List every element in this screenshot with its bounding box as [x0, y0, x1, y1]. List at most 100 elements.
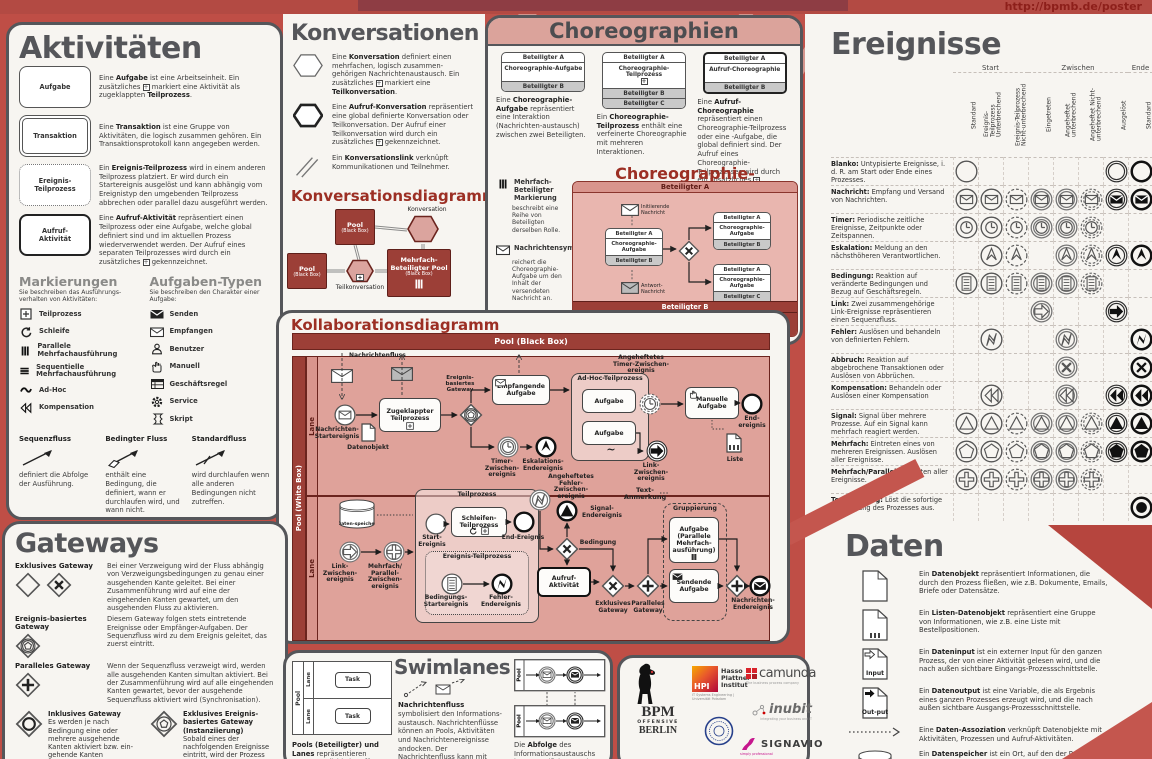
bpmn-event — [383, 541, 405, 563]
participant-band: Beteiligter C — [603, 98, 685, 108]
fluss-arrow — [19, 443, 97, 471]
svg-text:Pool: Pool — [517, 668, 523, 682]
bpmn-event-label: Bedingungs-Startereignis — [423, 594, 469, 608]
event-msg-icon — [1080, 188, 1102, 211]
send-icon — [149, 310, 164, 319]
env-icon — [496, 244, 510, 256]
daten-item: Ein Datenobjekt repräsentiert Informatio… — [845, 570, 1152, 602]
event-cell — [1028, 353, 1053, 381]
event-cell — [1003, 269, 1028, 297]
diagram-label: Text-Anmerkung — [623, 486, 667, 502]
event-msg-icon — [334, 404, 356, 426]
marker-item: Ad-Hoc — [19, 384, 140, 396]
message-icon — [331, 369, 353, 383]
event-timer-icon — [1080, 216, 1102, 239]
event-cell — [1103, 409, 1128, 437]
event-timer-icon — [954, 216, 978, 239]
bpmn-event-label: Angeheftetes Timer-Zwischen-ereignis — [612, 354, 670, 375]
lane-2-bar: Lane — [306, 496, 318, 641]
bpmn-event-label: End-Ereignis — [501, 534, 545, 541]
marker-item: Teilprozess — [19, 308, 140, 321]
logo-signavio: SIGNAVIO simply professional — [740, 736, 824, 756]
marker-item: Parallele Mehrfachausführung — [19, 343, 140, 358]
inubit-icon — [752, 704, 766, 716]
event-cell — [1053, 241, 1078, 269]
task-type-item: Senden — [149, 308, 271, 320]
adhoc-icon — [20, 387, 32, 393]
event-cell — [953, 409, 978, 437]
choreographien-title: Choreographien — [488, 18, 800, 46]
event-cell — [953, 353, 978, 381]
event-esc-icon — [1080, 244, 1102, 267]
bpmn-event — [535, 436, 557, 458]
doc-wrap — [845, 570, 905, 602]
bpmn-event — [741, 393, 763, 415]
event-cell — [1003, 213, 1028, 241]
event-cell — [1103, 353, 1128, 381]
event-link-icon — [646, 440, 668, 462]
event-pmult-icon — [383, 541, 405, 563]
aufgaben-typen-subtitle: Sie beschreiben den Charakter einer Aufg… — [149, 288, 260, 303]
event-link-icon — [1030, 300, 1052, 323]
bpmn-event-label: Link-Zwischen-ereignis — [633, 462, 669, 483]
event-err-icon — [979, 328, 1003, 351]
signavio-icon — [740, 736, 758, 752]
hpi-abbr: HPI — [694, 682, 710, 691]
participant-band: Beteiligter A — [502, 53, 585, 63]
event-cell — [1128, 493, 1152, 521]
conversation-links — [283, 205, 485, 333]
event-cell — [953, 325, 978, 353]
event-cond-icon — [1030, 272, 1052, 295]
bpmn-event-label: Signal-Endereignis — [581, 505, 622, 519]
event-err-icon — [529, 489, 551, 511]
activity-shape-desc: Eine Transaktion ist eine Gruppe von Akt… — [99, 123, 262, 149]
event-cell — [1003, 185, 1028, 213]
bpmn-task: Aufgabe (Parallele Mehrfach- ausführung) — [669, 517, 719, 563]
gateway-name-icons: Exklusives Gateway — [15, 562, 107, 612]
event-cell — [978, 353, 1003, 381]
event-cell — [1128, 353, 1152, 381]
event-cell — [1053, 409, 1078, 437]
event-cell — [1028, 241, 1053, 269]
task-type-item: Empfangen — [149, 326, 271, 338]
event-cell — [978, 157, 1003, 185]
task-type-label: Manuell — [169, 362, 200, 371]
bpmn-gateway-label: Paralleles Gateway — [631, 600, 665, 614]
ereignisse-title: Ereignisse — [831, 27, 1002, 62]
docout-wrap: Out-put — [845, 687, 905, 719]
hexthick-icon — [293, 104, 323, 128]
plusbox-icon — [406, 422, 414, 430]
event-cell — [1053, 297, 1078, 325]
doclist-wrap — [845, 609, 905, 641]
container-label: Ereignis-Teilprozess — [442, 553, 512, 560]
participant-band-top: Beteiligter A — [573, 182, 797, 193]
event-cond-icon — [441, 573, 463, 595]
event-row-label: Nachricht: Empfang und Versand von Nachr… — [831, 185, 953, 213]
document-list-icon — [862, 609, 888, 641]
event-row-label: Blanko: Untypisierte Ereignisse, i. d. R… — [831, 157, 953, 185]
event-cell — [1078, 241, 1103, 269]
event-cell — [1103, 381, 1128, 409]
fluss-arrow — [192, 443, 270, 471]
loop-icon — [21, 327, 32, 338]
event-pmult-icon — [1030, 468, 1052, 491]
event-cell — [1053, 437, 1078, 465]
konversation-desc: Eine Aufruf-Konversation repräsentiert e… — [332, 103, 474, 147]
conversation-pool: Mehrfach-Beteiligter Pool(Black Box) — [387, 249, 451, 297]
event-cell — [1103, 297, 1128, 325]
bpmn-event-label: Nachrichten-Endereignis — [731, 597, 775, 611]
event-cell — [1128, 241, 1152, 269]
event-cond-icon — [1005, 272, 1027, 295]
inubit-tagline: integrating your business and IT — [760, 717, 812, 721]
mini-pool-bottom: Pool — [514, 705, 606, 738]
activity-shape-desc: Ein Ereignis-Teilprozess wird in einem a… — [99, 164, 268, 207]
event-cell — [953, 269, 978, 297]
